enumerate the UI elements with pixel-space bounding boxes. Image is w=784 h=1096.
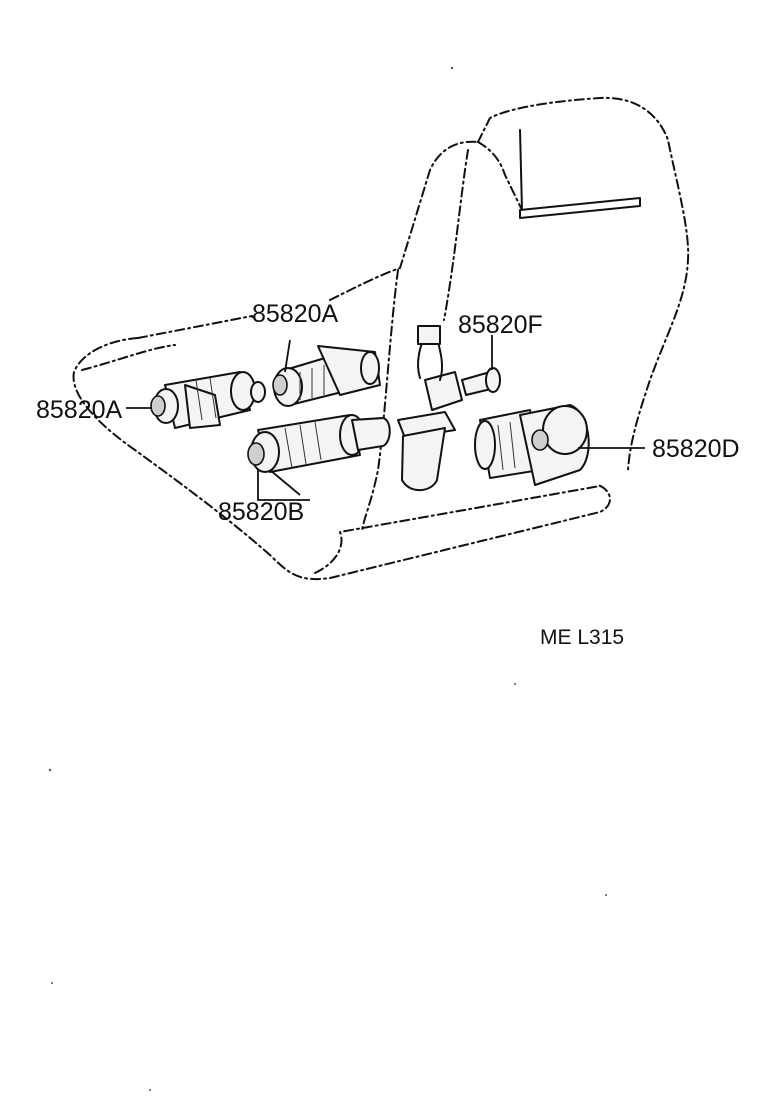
- motor-right: [474, 404, 590, 486]
- label-motor-upper-back: 85820A: [252, 300, 339, 328]
- scan-specks: [48, 66, 607, 1091]
- motor-front: [247, 414, 391, 473]
- seat-outline: [72, 96, 690, 581]
- label-motor-right: 85820D: [652, 435, 740, 463]
- motor-center-connector: [397, 325, 501, 492]
- label-motor-center-connector: 85820F: [458, 311, 543, 339]
- figure-code: ME L315: [540, 626, 624, 649]
- leader-lines: [126, 315, 645, 501]
- label-motor-front: 85820B: [218, 498, 304, 526]
- label-motor-left: 85820A: [36, 396, 123, 424]
- motor-left: [150, 371, 266, 429]
- motor-upper-back: [272, 345, 381, 407]
